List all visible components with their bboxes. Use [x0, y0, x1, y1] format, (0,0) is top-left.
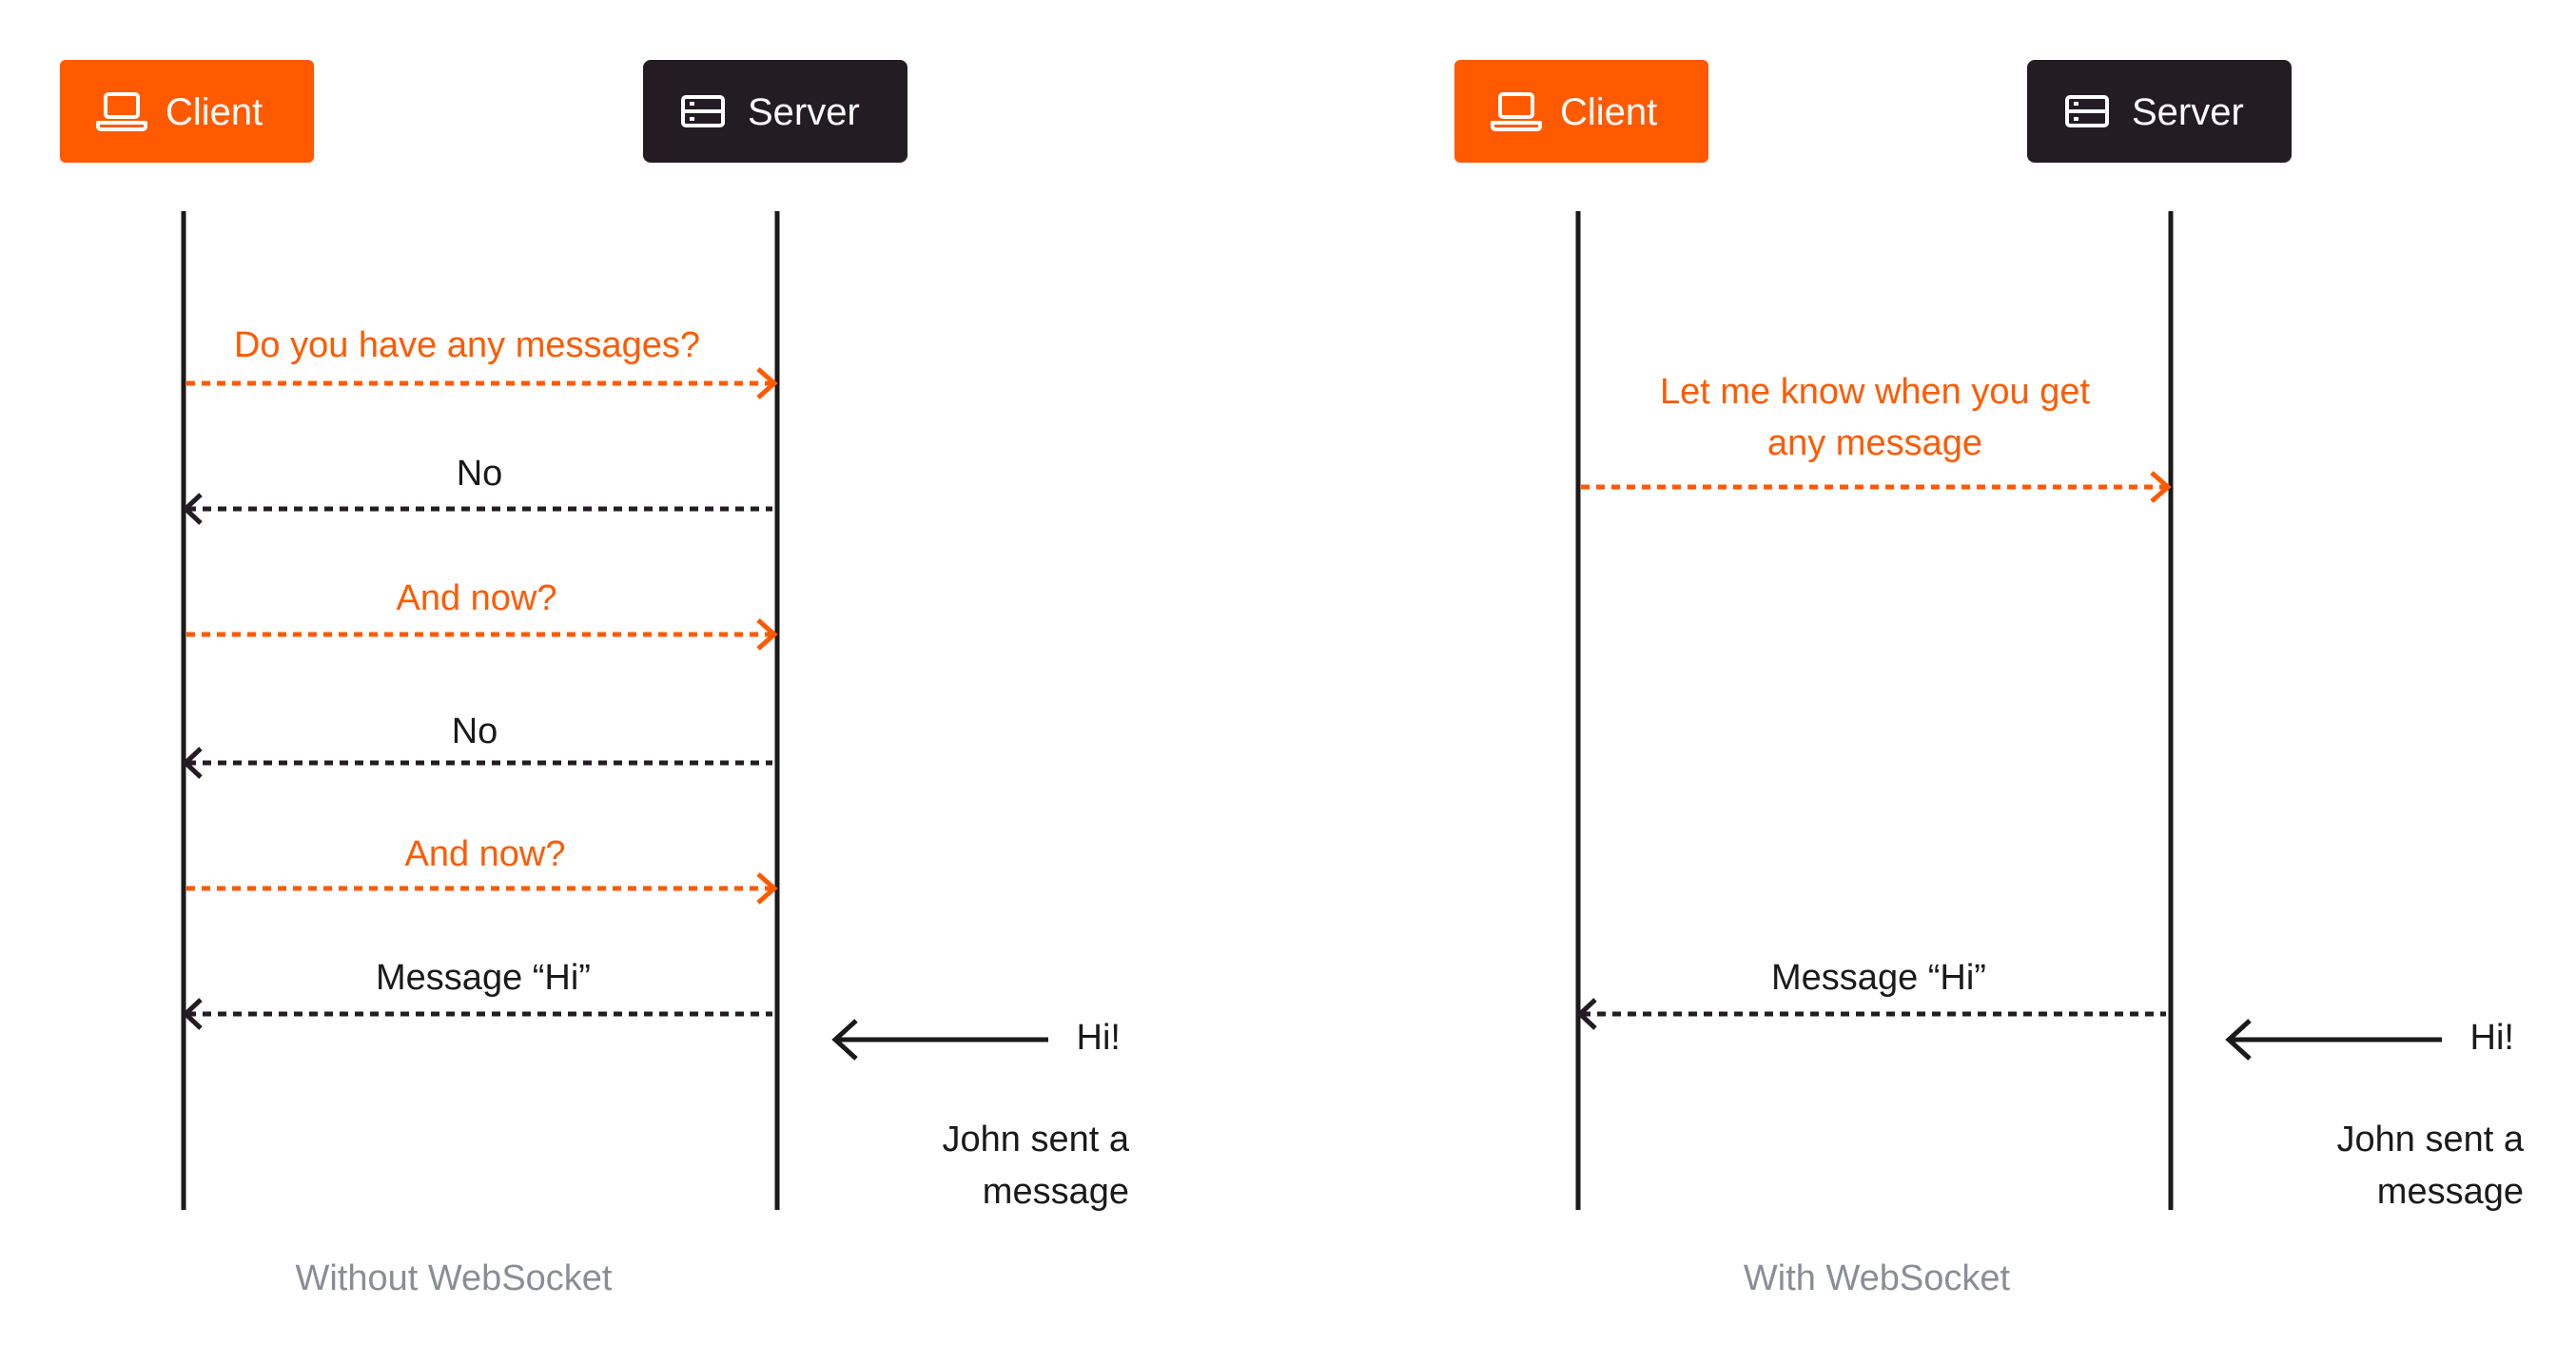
client-header-bg [1454, 60, 1708, 163]
arrowhead-right [756, 872, 778, 905]
message-label: Do you have any messages? [234, 325, 700, 365]
message-label: And now? [404, 834, 565, 874]
server-header-bg [643, 60, 907, 163]
message-label: Message “Hi” [1771, 958, 1986, 998]
server-icon [2065, 95, 2109, 127]
client-header-button[interactable]: Client [60, 60, 314, 163]
client-header-button[interactable]: Client [1454, 60, 1708, 163]
arrowhead-left [1576, 998, 1597, 1030]
incoming-note-line1: John sent a [2337, 1120, 2525, 1159]
arrowhead-right [2150, 471, 2172, 503]
server-icon [681, 95, 725, 127]
message-label: Message “Hi” [376, 958, 591, 998]
incoming-label: Hi! [1077, 1018, 1121, 1058]
incoming-note-line2: message [2377, 1172, 2524, 1212]
panel-without-websocket: Client Server Do you have any messages? … [60, 60, 1130, 1298]
arrowhead-left [182, 998, 203, 1030]
arrowhead-right [756, 618, 778, 651]
arrowhead-left [182, 747, 203, 779]
message-label: No [457, 454, 503, 494]
panel-caption: Without WebSocket [295, 1258, 612, 1298]
incoming-arrowhead [831, 1019, 858, 1061]
arrowhead-right [756, 367, 778, 399]
client-label: Client [1560, 91, 1657, 133]
incoming-note-line1: John sent a [943, 1120, 1130, 1159]
message-label-line2: any message [1767, 423, 1982, 463]
server-label: Server [748, 91, 860, 133]
message-label: And now? [396, 578, 556, 618]
incoming-arrowhead [2225, 1019, 2252, 1061]
client-label: Client [166, 91, 263, 133]
arrowhead-left [182, 493, 203, 525]
message-label: No [452, 711, 498, 751]
panel-caption: With WebSocket [1744, 1258, 2011, 1298]
incoming-note-line2: message [983, 1172, 1129, 1212]
laptop-icon [96, 92, 147, 131]
laptop-icon [1491, 92, 1542, 131]
panel-with-websocket: Client Server Let me know when you get a… [1454, 60, 2525, 1298]
server-header-button[interactable]: Server [643, 60, 907, 163]
server-header-button[interactable]: Server [2027, 60, 2292, 163]
server-label: Server [2132, 91, 2244, 133]
incoming-label: Hi! [2470, 1018, 2514, 1058]
client-header-bg [60, 60, 314, 163]
server-header-bg [2027, 60, 2292, 163]
message-label-line1: Let me know when you get [1660, 372, 2090, 412]
